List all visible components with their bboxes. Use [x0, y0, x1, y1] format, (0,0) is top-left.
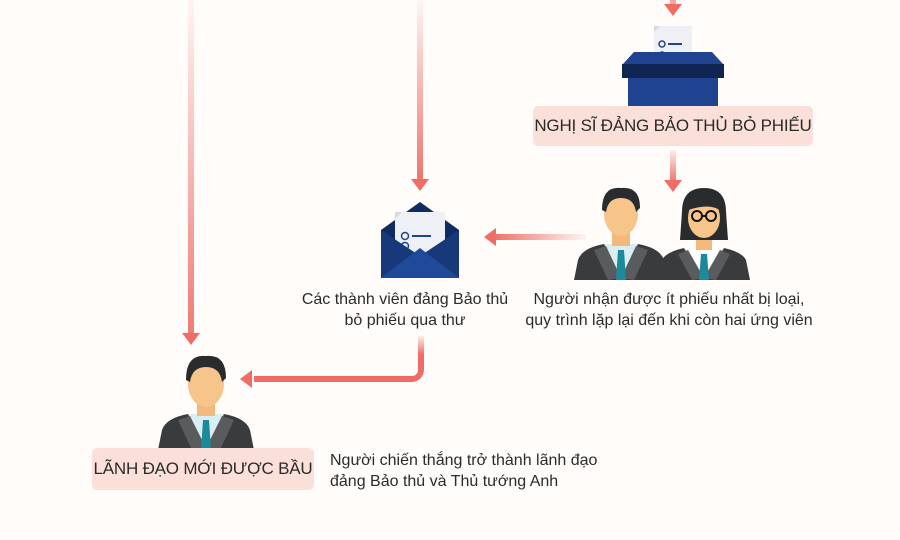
connector-candidates-to-envelope: [496, 234, 586, 240]
connector-middle-vertical: [417, 0, 423, 180]
arrow-to-envelope: [411, 179, 429, 191]
candidates-caption: Người nhận được ít phiếu nhất bị loại, q…: [525, 291, 813, 329]
arrow-to-candidates: [664, 180, 682, 192]
postal-vote-caption: Các thành viên đảng Bảo thủ bỏ phiếu qua…: [301, 291, 509, 329]
leader-caption: Người chiến thắng trở thành lãnh đạo đản…: [330, 452, 598, 490]
leader-person-icon: [156, 352, 256, 450]
connector-top-right: [670, 0, 676, 6]
arrow-to-leader-top: [182, 333, 200, 345]
arrow-to-ballot-box: [664, 4, 682, 16]
leader-label: LÃNH ĐẠO MỚI ĐƯỢC BẦU: [92, 448, 314, 490]
ballot-label: NGHỊ SĨ ĐẢNG BẢO THỦ BỎ PHIẾU: [533, 106, 813, 146]
ballot-box-icon: [620, 22, 726, 108]
connector-ballot-to-candidates: [670, 150, 676, 180]
connector-envelope-to-leader: [254, 336, 424, 382]
two-candidates-icon: [574, 184, 760, 280]
arrow-to-leader-side: [240, 370, 252, 388]
arrow-to-envelope-side: [484, 228, 496, 246]
envelope-ballot-icon: [381, 202, 459, 280]
connector-left-vertical: [188, 0, 194, 334]
